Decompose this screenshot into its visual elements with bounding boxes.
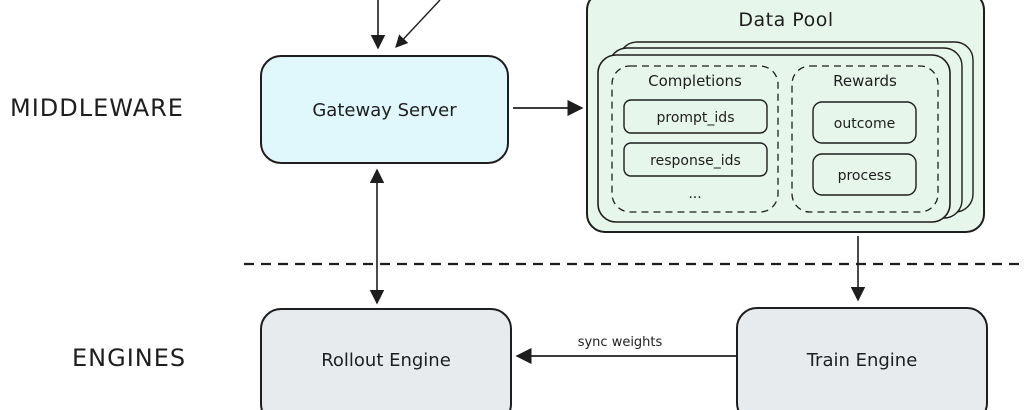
gateway-server-node[interactable]: Gateway Server (260, 55, 509, 164)
rollout-engine-node[interactable]: Rollout Engine (260, 308, 512, 410)
rollout-engine-box (260, 308, 512, 410)
field-prompt-ids: prompt_ids (657, 110, 735, 126)
completions-more-ellipsis: ... (688, 186, 701, 202)
field-response-ids-box (623, 142, 768, 177)
field-response-ids: response_ids (650, 153, 741, 169)
gateway-server-label: Gateway Server (312, 100, 457, 121)
rollout-engine-label: Rollout Engine (321, 350, 451, 371)
incoming-arrow-diagonal (395, 0, 441, 48)
rewards-group-border (791, 65, 939, 213)
completions-group: Completions prompt_ids response_ids ... (611, 65, 779, 213)
rewards-group: Rewards outcome process (791, 65, 939, 213)
rewards-title: Rewards (833, 72, 897, 90)
completions-group-border (611, 65, 779, 213)
field-process: process (838, 168, 892, 184)
field-process-box (812, 153, 917, 196)
sync-weights-label: sync weights (578, 335, 663, 350)
field-outcome-box (812, 101, 917, 144)
train-engine-box (736, 307, 988, 410)
data-pool-node[interactable]: Data Pool Completions prompt_ids respons… (586, 0, 985, 233)
section-label-middleware: MIDDLEWARE (10, 94, 184, 122)
gateway-server-box (260, 55, 509, 164)
section-label-engines: ENGINES (72, 344, 186, 372)
field-outcome: outcome (834, 116, 895, 132)
data-pool-title: Data Pool (738, 9, 833, 31)
field-prompt-ids-box (623, 99, 768, 134)
train-engine-node[interactable]: Train Engine (736, 307, 988, 410)
data-pool-stack-card-front (597, 54, 951, 223)
completions-title: Completions (648, 72, 742, 90)
train-engine-label: Train Engine (806, 350, 918, 371)
